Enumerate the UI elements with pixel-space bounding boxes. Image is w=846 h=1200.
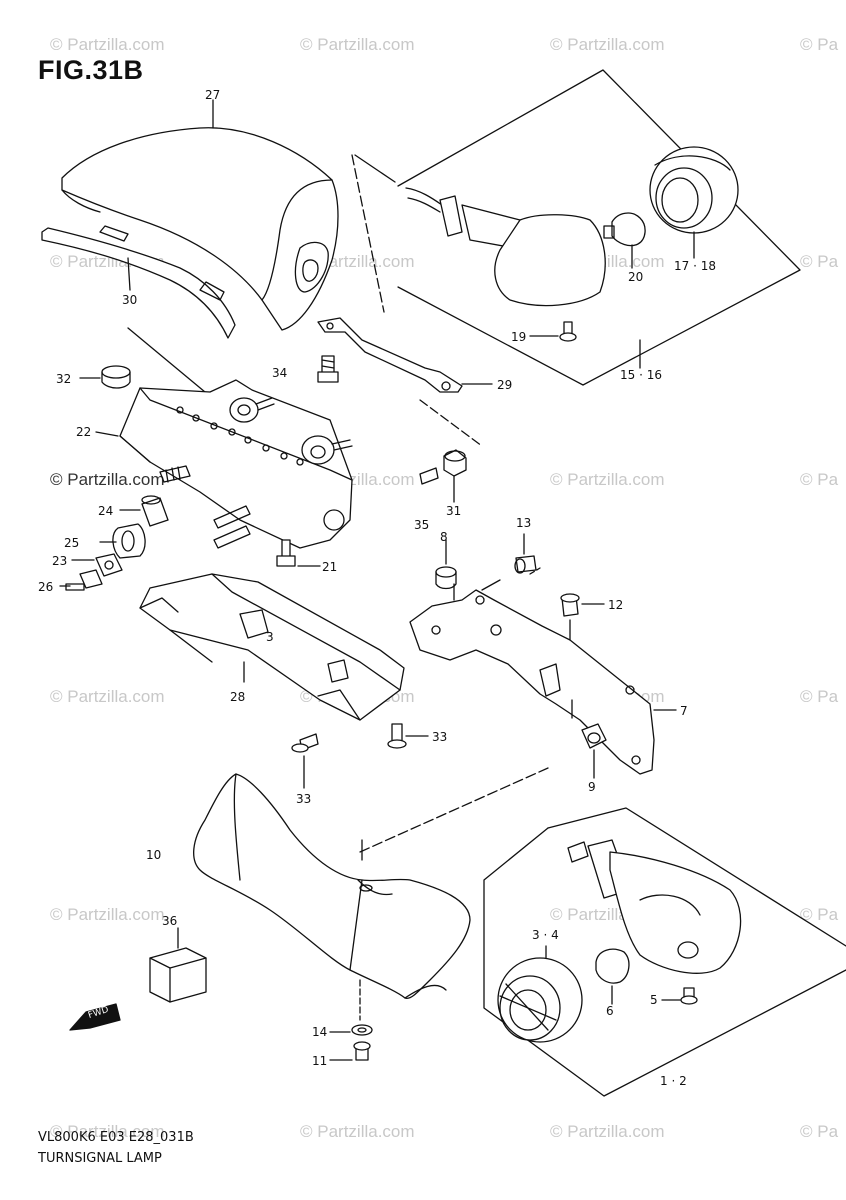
watermark: © Partzilla.com	[550, 35, 665, 54]
part-label-35: 35	[414, 518, 430, 532]
part-label-12: 12	[608, 598, 624, 612]
bolt-34	[318, 356, 338, 382]
part-label-19: 19	[511, 330, 527, 344]
part-label-33b: 33	[296, 792, 312, 806]
collar-9	[582, 724, 606, 778]
front-direction-arrow	[70, 1004, 120, 1030]
part-label-25: 25	[64, 536, 80, 550]
watermark: © Partzilla.com	[300, 35, 415, 54]
rear-fender-cover	[62, 100, 338, 330]
part-label-14: 14	[312, 1025, 328, 1039]
part-label-17-18: 17 · 18	[674, 259, 716, 273]
part-label-3-4: 3 · 4	[532, 928, 559, 942]
part-label-29: 29	[497, 378, 513, 392]
trim-strip	[42, 226, 235, 338]
grommet-32	[80, 366, 130, 388]
lower-bracket-28	[140, 574, 404, 720]
part-label-21: 21	[322, 560, 338, 574]
part-label-6: 6	[606, 1004, 614, 1018]
part-label-26: 26	[38, 580, 54, 594]
part-label-36: 36	[162, 914, 178, 928]
part-label-30: 30	[122, 293, 138, 307]
part-label-28: 28	[230, 690, 246, 704]
figure-title: FIG.31B	[38, 55, 144, 85]
rear-turn-signal-assembly	[397, 69, 801, 386]
model-code: VL800K6 E03 E28_031B	[38, 1130, 194, 1145]
front-turn-signal-assembly	[483, 807, 846, 1097]
watermark: © Partzilla.com	[550, 1122, 665, 1141]
part-label-34: 34	[272, 366, 288, 380]
watermark: © Pa	[800, 470, 839, 489]
washer-14	[330, 1025, 372, 1035]
watermark: © Partzilla.com	[50, 35, 165, 54]
relay-36	[150, 928, 206, 1002]
part-label-15-16: 15 · 16	[620, 368, 662, 382]
part-label-20: 20	[628, 270, 644, 284]
screw-33	[292, 724, 428, 788]
watermark: © Partzilla.com	[50, 470, 165, 489]
watermark: © Pa	[800, 1122, 839, 1141]
part-label-24: 24	[98, 504, 114, 518]
figure-caption: TURNSIGNAL LAMP	[38, 1151, 162, 1166]
bracket-35	[410, 568, 676, 774]
part-label-22: 22	[76, 425, 92, 439]
watermark: © Partzilla.com	[50, 687, 165, 706]
collar-31	[420, 450, 466, 502]
mount-stack	[60, 466, 250, 590]
watermark: © Pa	[800, 252, 839, 271]
watermark: © Partzilla.com	[50, 905, 165, 924]
grommet-12	[561, 594, 604, 616]
watermark: © Partzilla.com	[300, 1122, 415, 1141]
watermark: © Pa	[800, 905, 839, 924]
part-label-9: 9	[588, 780, 596, 794]
part-label-32: 32	[56, 372, 72, 386]
watermark: © Pa	[800, 687, 839, 706]
part-label-3: 3	[266, 630, 274, 644]
collar-8	[436, 540, 456, 589]
part-label-10: 10	[146, 848, 162, 862]
part-label-1-2: 1 · 2	[660, 1074, 687, 1088]
part-label-11: 11	[312, 1054, 328, 1068]
bracket-29	[318, 318, 492, 446]
watermark: © Partzilla.com	[550, 470, 665, 489]
watermark: © Pa	[800, 35, 839, 54]
bolt-13	[515, 534, 536, 573]
watermark: © Partzilla.com	[50, 1122, 165, 1141]
part-label-8: 8	[440, 530, 448, 544]
part-label-31: 31	[446, 504, 462, 518]
part-label-27: 27	[205, 88, 221, 102]
part-label-33a: 33	[432, 730, 448, 744]
part-label-5: 5	[650, 993, 658, 1007]
part-label-13: 13	[516, 516, 532, 530]
screw-11	[330, 1042, 370, 1060]
part-label-7: 7	[680, 704, 688, 718]
part-label-23: 23	[52, 554, 68, 568]
lower-cover-10	[194, 774, 470, 1020]
signal-bracket-22	[96, 380, 352, 566]
